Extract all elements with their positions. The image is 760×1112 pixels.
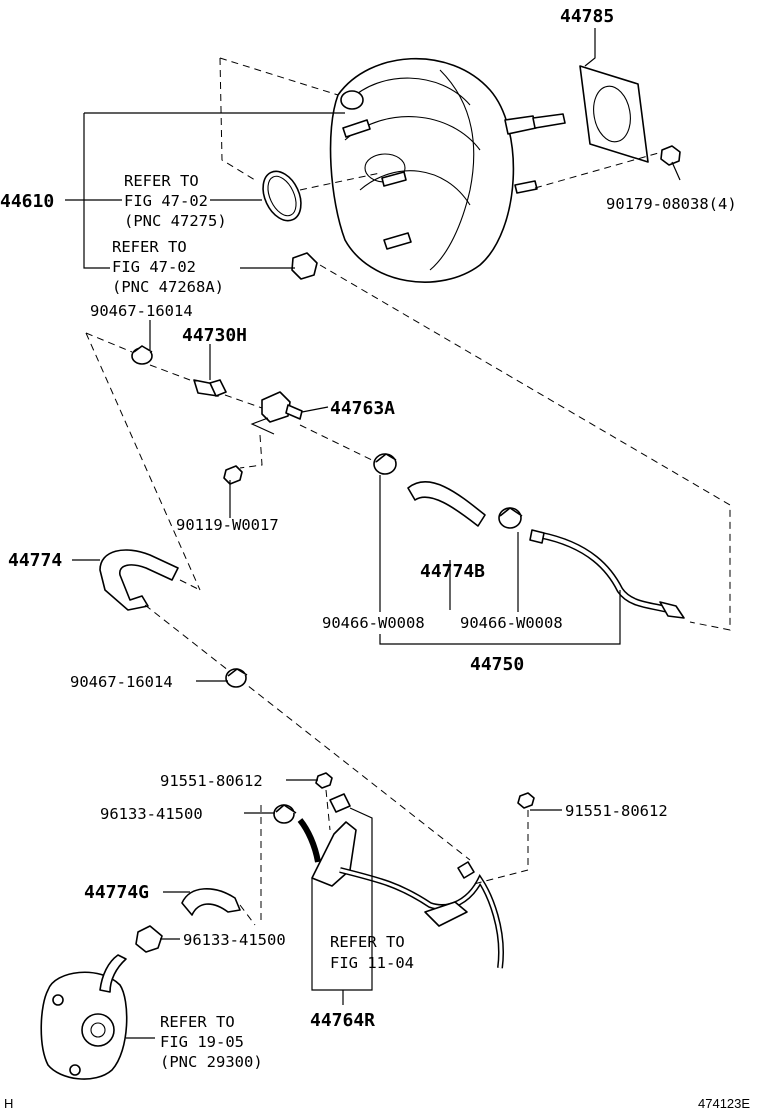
label-44730h: 44730H [182, 325, 247, 346]
fitting-44730h[interactable] [193, 379, 227, 397]
o-ring[interactable] [256, 165, 309, 226]
dash-line [219, 57, 339, 96]
check-valve-44763a[interactable] [250, 391, 303, 435]
bolt-91551-left[interactable] [315, 772, 333, 789]
corner-mark: H [4, 1096, 13, 1111]
label-90467-lower: 90467-16014 [70, 673, 173, 691]
pipe-end-right [659, 601, 685, 619]
dash-line [239, 434, 263, 469]
refer-fig11-line1: REFER TO [330, 933, 405, 951]
dash-line [299, 424, 377, 463]
hose-clamp-90466-left[interactable] [373, 453, 397, 475]
hose-clamp-upper[interactable] [131, 345, 153, 365]
label-91551-right: 91551-80612 [565, 802, 668, 820]
hose-clamp-90466-right[interactable] [498, 507, 523, 529]
dash-line [325, 789, 331, 831]
booster-nut[interactable] [660, 145, 681, 166]
hose-44774b[interactable] [407, 481, 486, 527]
dash-line [299, 172, 381, 191]
hose-clamp-90467-lower[interactable] [225, 668, 248, 688]
label-44610: 44610 [0, 191, 54, 212]
refer-47275-line1: REFER TO [124, 172, 199, 190]
pipe-end-left [529, 529, 545, 544]
leader-lines [65, 28, 681, 1039]
bolt-91551-right[interactable] [517, 792, 535, 809]
label-90467-upper: 90467-16014 [90, 302, 193, 320]
label-91551-left: 91551-80612 [160, 772, 263, 790]
clamp-96133-upper[interactable] [273, 804, 297, 824]
label-44774b: 44774B [420, 561, 485, 582]
vacuum-pump[interactable] [40, 954, 128, 1080]
dash-line [224, 394, 263, 409]
vacuum-tube-44764r[interactable] [297, 793, 504, 969]
label-96133-upper: 96133-41500 [100, 805, 203, 823]
label-96133-lower: 96133-41500 [183, 931, 286, 949]
label-90119: 90119-W0017 [176, 516, 279, 534]
label-90466-left: 90466-W0008 [322, 614, 425, 632]
label-90179: 90179-08038(4) [606, 195, 737, 213]
label-44763a: 44763A [330, 398, 395, 419]
refer-fig19-line1: REFER TO [160, 1013, 235, 1031]
refer-47268a-line3: (PNC 47268A) [112, 278, 224, 296]
refer-47275-line2: FIG 47-02 [124, 192, 208, 210]
refer-47268a-line2: FIG 47-02 [112, 258, 196, 276]
vacuum-pipe-44750[interactable] [539, 531, 671, 614]
dash-line [144, 604, 471, 861]
dash-line [179, 579, 201, 591]
label-44750: 44750 [470, 654, 524, 675]
label-44764r: 44764R [310, 1010, 375, 1031]
o-ring-inner [267, 175, 297, 217]
figure-id: 474123E [698, 1096, 750, 1111]
vacuum-pipe-core [539, 533, 671, 612]
dash-line [239, 904, 256, 926]
label-44774: 44774 [8, 550, 62, 571]
refer-fig19-line3: (PNC 29300) [160, 1053, 263, 1071]
refer-47275-line3: (PNC 47275) [124, 212, 227, 230]
label-90466-right: 90466-W0008 [460, 614, 563, 632]
check-valve-grommet[interactable] [291, 252, 318, 280]
dash-line [85, 332, 133, 353]
dash-line [469, 810, 529, 886]
label-44774g: 44774G [84, 882, 149, 903]
booster-gasket[interactable] [579, 65, 649, 163]
refer-fig19-line2: FIG 19-05 [160, 1033, 244, 1051]
dash-line [219, 57, 256, 181]
refer-fig11-line2: FIG 11-04 [330, 954, 414, 972]
dash-line [149, 364, 191, 381]
refer-47268a-line1: REFER TO [112, 238, 187, 256]
clamp-96133-lower[interactable] [135, 925, 163, 953]
bolt-90119[interactable] [223, 465, 243, 485]
hose-44774[interactable] [99, 549, 179, 611]
label-44785: 44785 [560, 6, 614, 27]
dash-line [319, 264, 731, 631]
hose-44774g[interactable] [181, 888, 241, 916]
dash-line [85, 332, 201, 591]
dash-line [534, 151, 663, 189]
brake-booster[interactable] [329, 57, 566, 283]
